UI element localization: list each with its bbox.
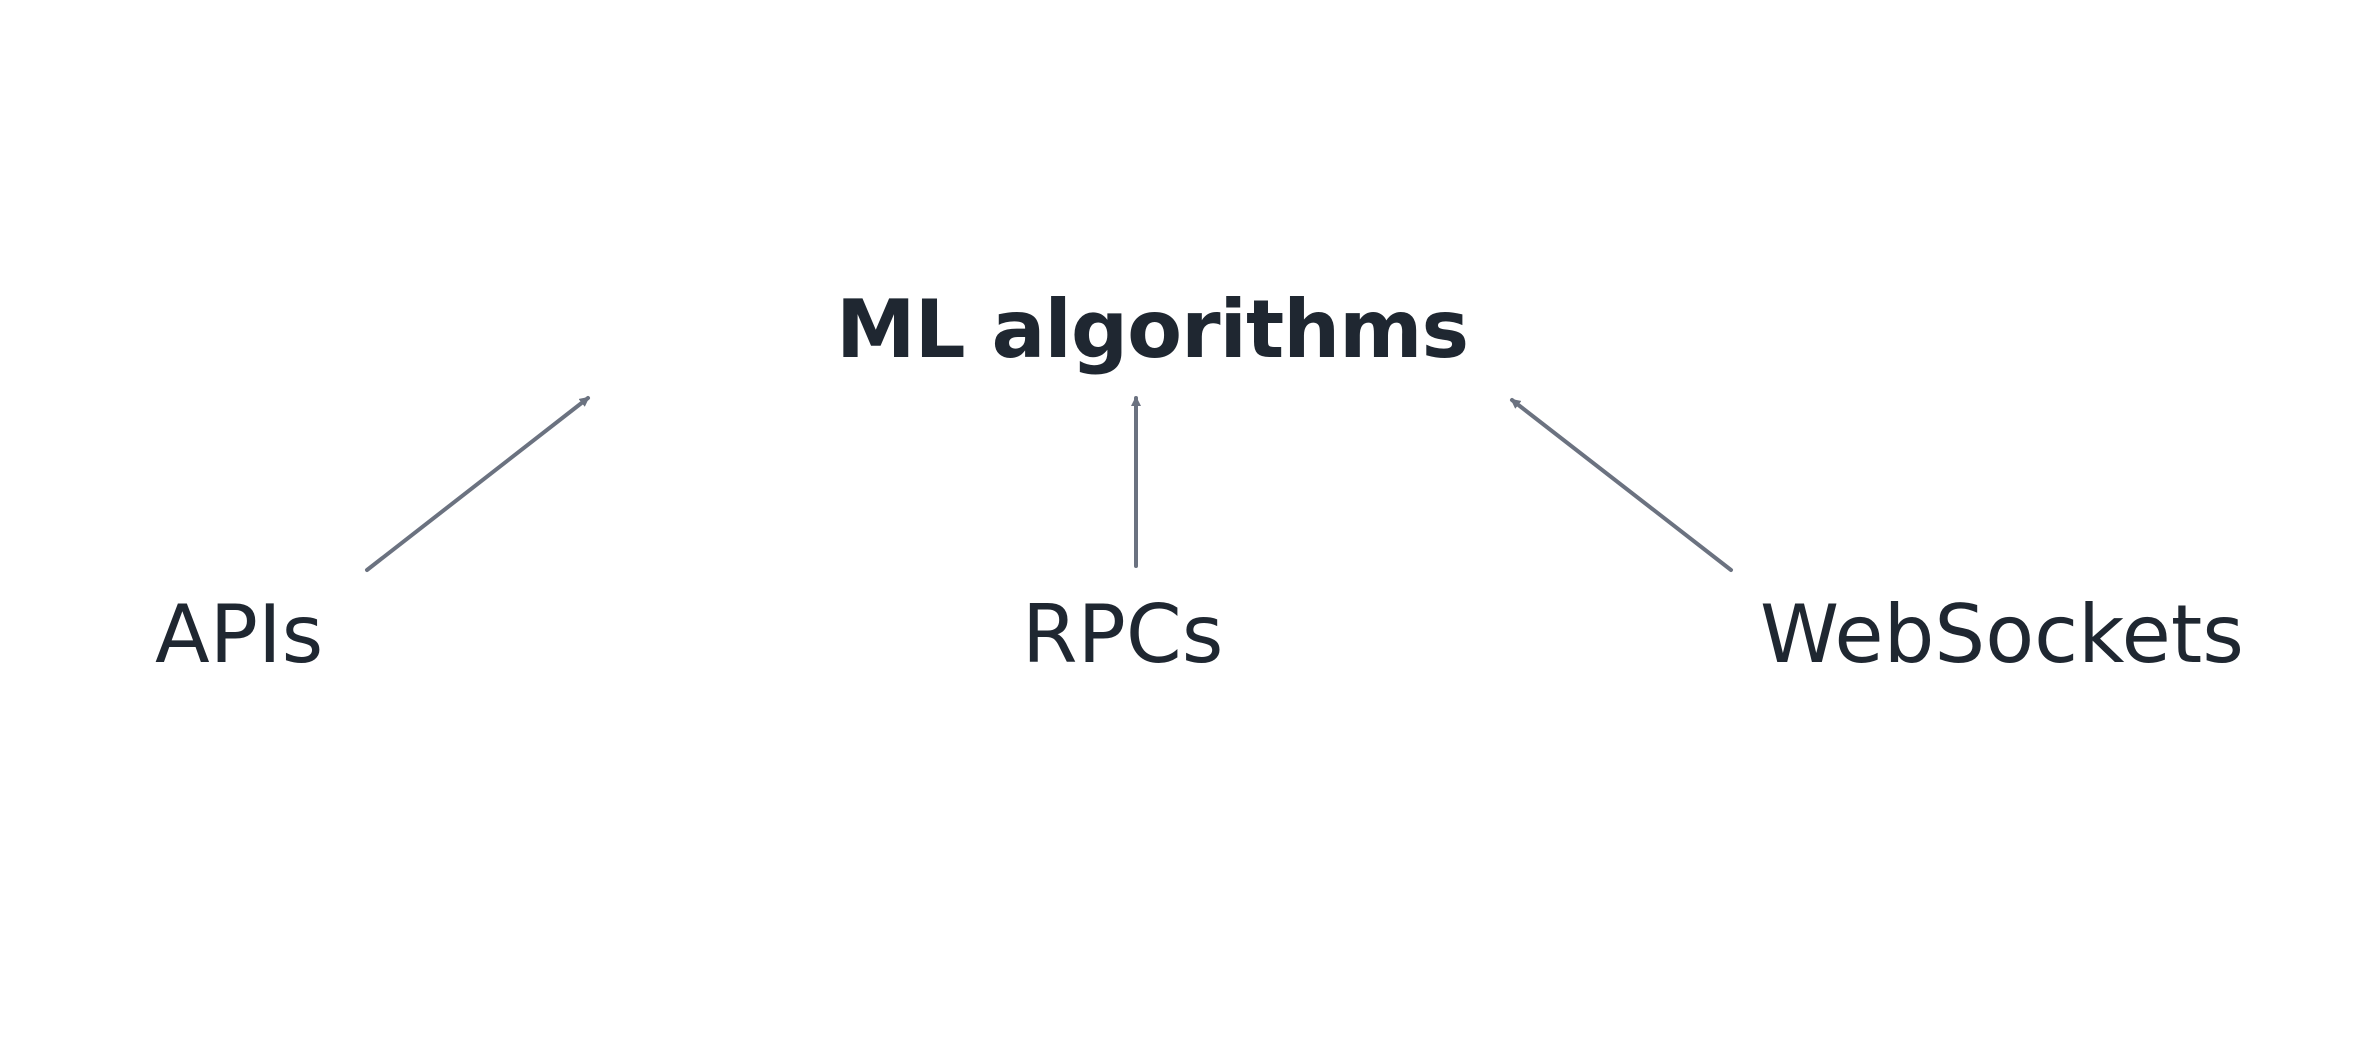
node-apis: APIs	[155, 588, 324, 681]
node-rpcs: RPCs	[1022, 588, 1224, 681]
arrow-apis-to-ml-algorithms	[365, 396, 590, 572]
arrow-websockets-to-ml-algorithms	[1510, 398, 1733, 572]
node-websockets: WebSockets	[1760, 588, 2244, 681]
node-ml-algorithms: ML algorithms	[836, 283, 1469, 376]
